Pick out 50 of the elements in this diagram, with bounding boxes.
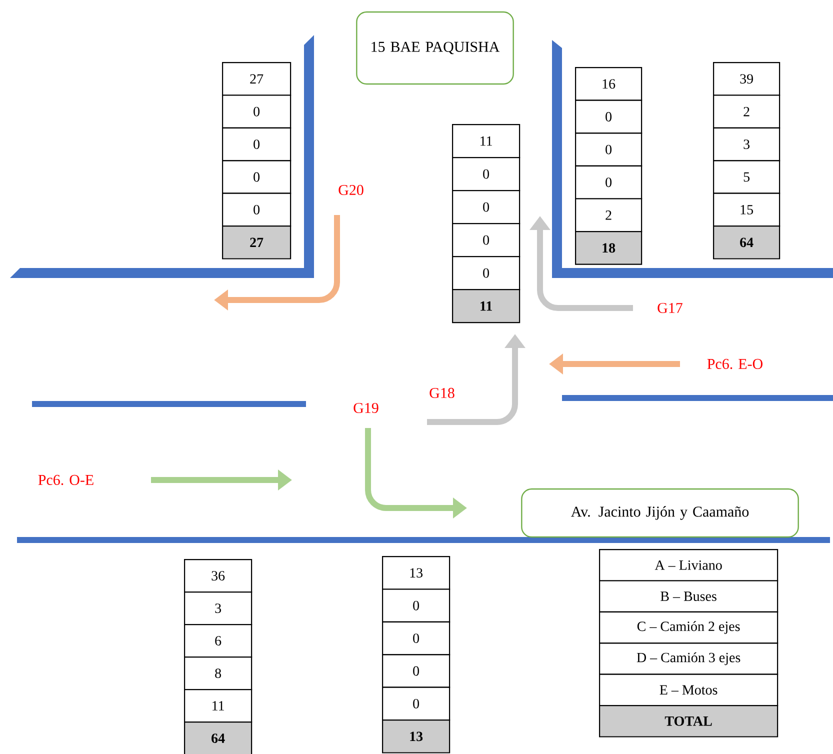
table-cell: 11 [184, 689, 252, 723]
table-cell: 8 [184, 656, 252, 690]
table-cell: 0 [222, 192, 292, 227]
movement-label: Pc6. O-E [38, 474, 94, 486]
label-box: 15 BAE PAQUISHA [356, 11, 514, 85]
table-cell: 5 [713, 160, 780, 194]
table-cell: 39 [713, 62, 780, 96]
table-cell: 15 [713, 192, 780, 227]
table-cell: C – Camión 2 ejes [599, 611, 778, 644]
table-cell: 13 [382, 720, 450, 754]
table-cell: 11 [452, 124, 520, 158]
table-cell: 0 [575, 132, 642, 166]
table-cell: 0 [382, 588, 450, 622]
table-cell: 11 [452, 289, 520, 324]
table-cell: 0 [452, 223, 520, 258]
table-cell: 64 [713, 226, 780, 260]
table-cell: 0 [222, 94, 292, 128]
table-cell: 0 [452, 190, 520, 224]
label-box: Av. Jacinto Jijón y Caamaño [521, 488, 799, 538]
table-cell: B – Buses [599, 580, 778, 612]
table-cell: 0 [382, 654, 450, 688]
movement-label: G20 [338, 184, 364, 196]
table-cell: 36 [184, 559, 252, 593]
table-cell: 0 [222, 160, 292, 194]
table-cell: D – Camión 3 ejes [599, 642, 778, 675]
table-cell: 0 [222, 127, 292, 162]
table-cell: 0 [575, 100, 642, 134]
movement-label: G17 [658, 302, 682, 314]
table-cell: 0 [382, 621, 450, 656]
table-cell: 2 [713, 94, 780, 128]
table-cell: 0 [452, 157, 520, 192]
table-cell: TOTAL [599, 705, 778, 738]
movement-label: Pc6. E-O [707, 358, 762, 370]
movement-label: G18 [430, 388, 454, 398]
table-cell: 2 [575, 198, 642, 232]
table-cell: 16 [575, 67, 642, 101]
table-cell: 13 [382, 556, 450, 590]
table-cell: 27 [222, 226, 292, 260]
table-cell: 3 [713, 127, 780, 162]
table-cell: 64 [184, 722, 252, 754]
movement-label: G19 [354, 402, 378, 414]
table-cell: 3 [184, 592, 252, 626]
table-cell: 6 [184, 624, 252, 658]
table-cell: 0 [382, 686, 450, 721]
table-cell: E – Motos [599, 674, 778, 706]
table-cell: 27 [222, 62, 292, 96]
table-cell: A – Liviano [599, 549, 778, 582]
table-cell: 18 [575, 231, 642, 265]
table-cell: 0 [575, 165, 642, 200]
table-cell: 0 [452, 256, 520, 290]
